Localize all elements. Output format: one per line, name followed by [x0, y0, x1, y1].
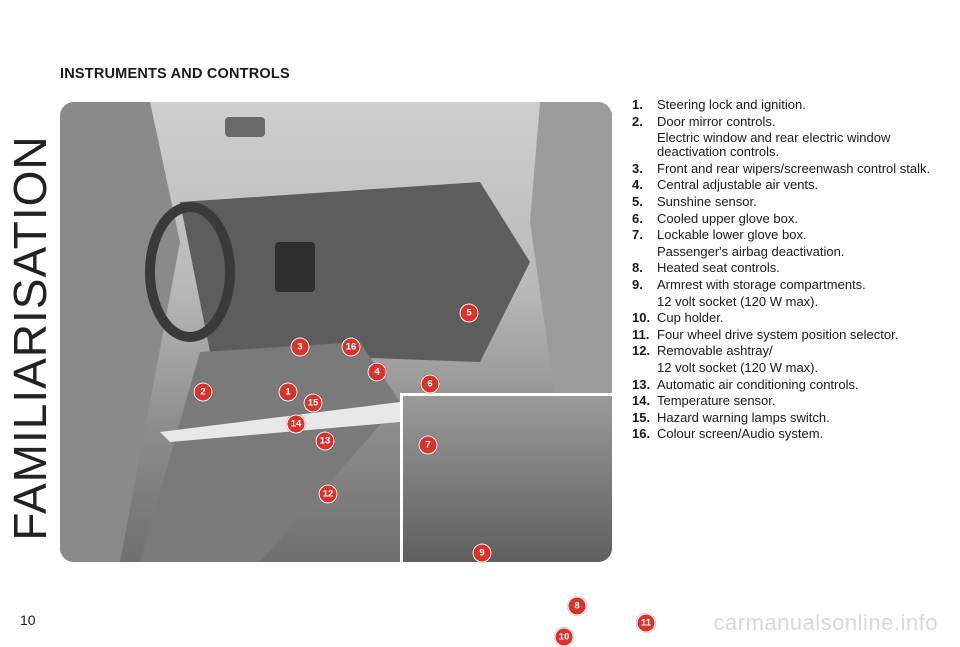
list-item: 3. Front and rear wipers/screenwash contr… [632, 160, 952, 176]
list-item: 5. Sunshine sensor. [632, 193, 952, 209]
list-item: 14. Temperature sensor. [632, 394, 952, 408]
console-inset-photo [400, 393, 612, 562]
item-number: 12. [632, 343, 651, 359]
item-text: Cup holder. [657, 310, 724, 326]
item-number: 5. [632, 193, 643, 209]
list-item: 8. Heated seat controls. [632, 261, 952, 275]
item-number: 2. [632, 113, 643, 129]
list-item: 6. Cooled upper glove box. [632, 210, 952, 226]
callout-6: 6 [420, 374, 440, 394]
item-text: Steering lock and ignition. [657, 97, 806, 112]
list-item: 7. Lockable lower glove box. [632, 228, 952, 242]
list-item: 4. Central adjustable air vents. [632, 178, 952, 192]
item-subtext: Electric window and rear electric window… [657, 130, 891, 160]
list-item: 12. Removable ashtray/ [632, 344, 952, 358]
page-title: INSTRUMENTS AND CONTROLS [60, 66, 290, 82]
list-item: 10. Cup holder. [632, 311, 952, 325]
item-number: 8. [632, 260, 643, 276]
list-item: 16. Colour screen/Audio system. [632, 427, 952, 441]
item-subtext: 12 volt socket (120 W max). [657, 359, 819, 375]
item-subtext: 12 volt socket (120 W max). [657, 293, 819, 309]
item-number: 15. [632, 409, 651, 425]
callout-11: 11 [636, 613, 656, 633]
item-number: 9. [632, 276, 643, 292]
item-number: 6. [632, 210, 643, 226]
item-text: Door mirror controls. [657, 113, 776, 129]
callout-3: 3 [290, 337, 310, 357]
item-text: Temperature sensor. [657, 393, 776, 409]
item-number: 7. [632, 227, 643, 243]
list-item: 13. Automatic air conditioning controls. [632, 376, 952, 392]
item-number: 16. [632, 426, 651, 442]
list-item: 1. Steering lock and ignition. [632, 98, 952, 112]
item-text: Armrest with storage compartments. [657, 276, 866, 292]
callout-7: 7 [418, 435, 438, 455]
list-item: 15. Hazard warning lamps switch. [632, 409, 952, 425]
item-number: 3. [632, 160, 643, 176]
callout-16: 16 [341, 337, 361, 357]
callout-15: 15 [303, 393, 323, 413]
list-item: 2. Door mirror controls. [632, 113, 952, 129]
item-number: 10. [632, 310, 651, 326]
callout-13: 13 [315, 431, 335, 451]
item-subtext: Passenger's airbag deactivation. [657, 243, 845, 259]
item-number: 4. [632, 177, 643, 193]
item-text: Four wheel drive system position selecto… [657, 326, 899, 342]
item-text: Sunshine sensor. [657, 193, 757, 209]
page-number: 10 [20, 612, 36, 628]
callout-5: 5 [459, 303, 479, 323]
item-number: 1. [632, 97, 643, 112]
list-item: 9. Armrest with storage compartments. [632, 276, 952, 292]
item-text: Lockable lower glove box. [657, 227, 807, 243]
callout-4: 4 [367, 362, 387, 382]
item-number: 13. [632, 376, 651, 392]
callout-2: 2 [193, 382, 213, 402]
callout-9: 9 [472, 543, 492, 563]
callout-14: 14 [286, 414, 306, 434]
item-text: Hazard warning lamps switch. [657, 409, 830, 425]
item-text: Front and rear wipers/screenwash control… [657, 160, 931, 176]
controls-list: 1. Steering lock and ignition. 2. Door mirr… [632, 98, 952, 444]
callout-12: 12 [318, 484, 338, 504]
item-text: Automatic air conditioning controls. [657, 376, 859, 392]
section-label: FAMILIARISATION [4, 135, 56, 541]
callout-8: 8 [567, 596, 587, 616]
callout-1: 1 [278, 382, 298, 402]
callout-10: 10 [554, 627, 574, 647]
item-text: Removable ashtray/ [657, 343, 773, 359]
item-text: Central adjustable air vents. [657, 177, 819, 193]
item-text: Heated seat controls. [657, 260, 780, 276]
item-text: Colour screen/Audio system. [657, 426, 824, 442]
watermark: carmanualsonline.info [713, 610, 938, 635]
item-text: Cooled upper glove box. [657, 210, 798, 226]
item-number: 14. [632, 393, 651, 409]
item-number: 11. [632, 326, 650, 342]
list-item: 11. Four wheel drive system position sele… [632, 326, 952, 342]
